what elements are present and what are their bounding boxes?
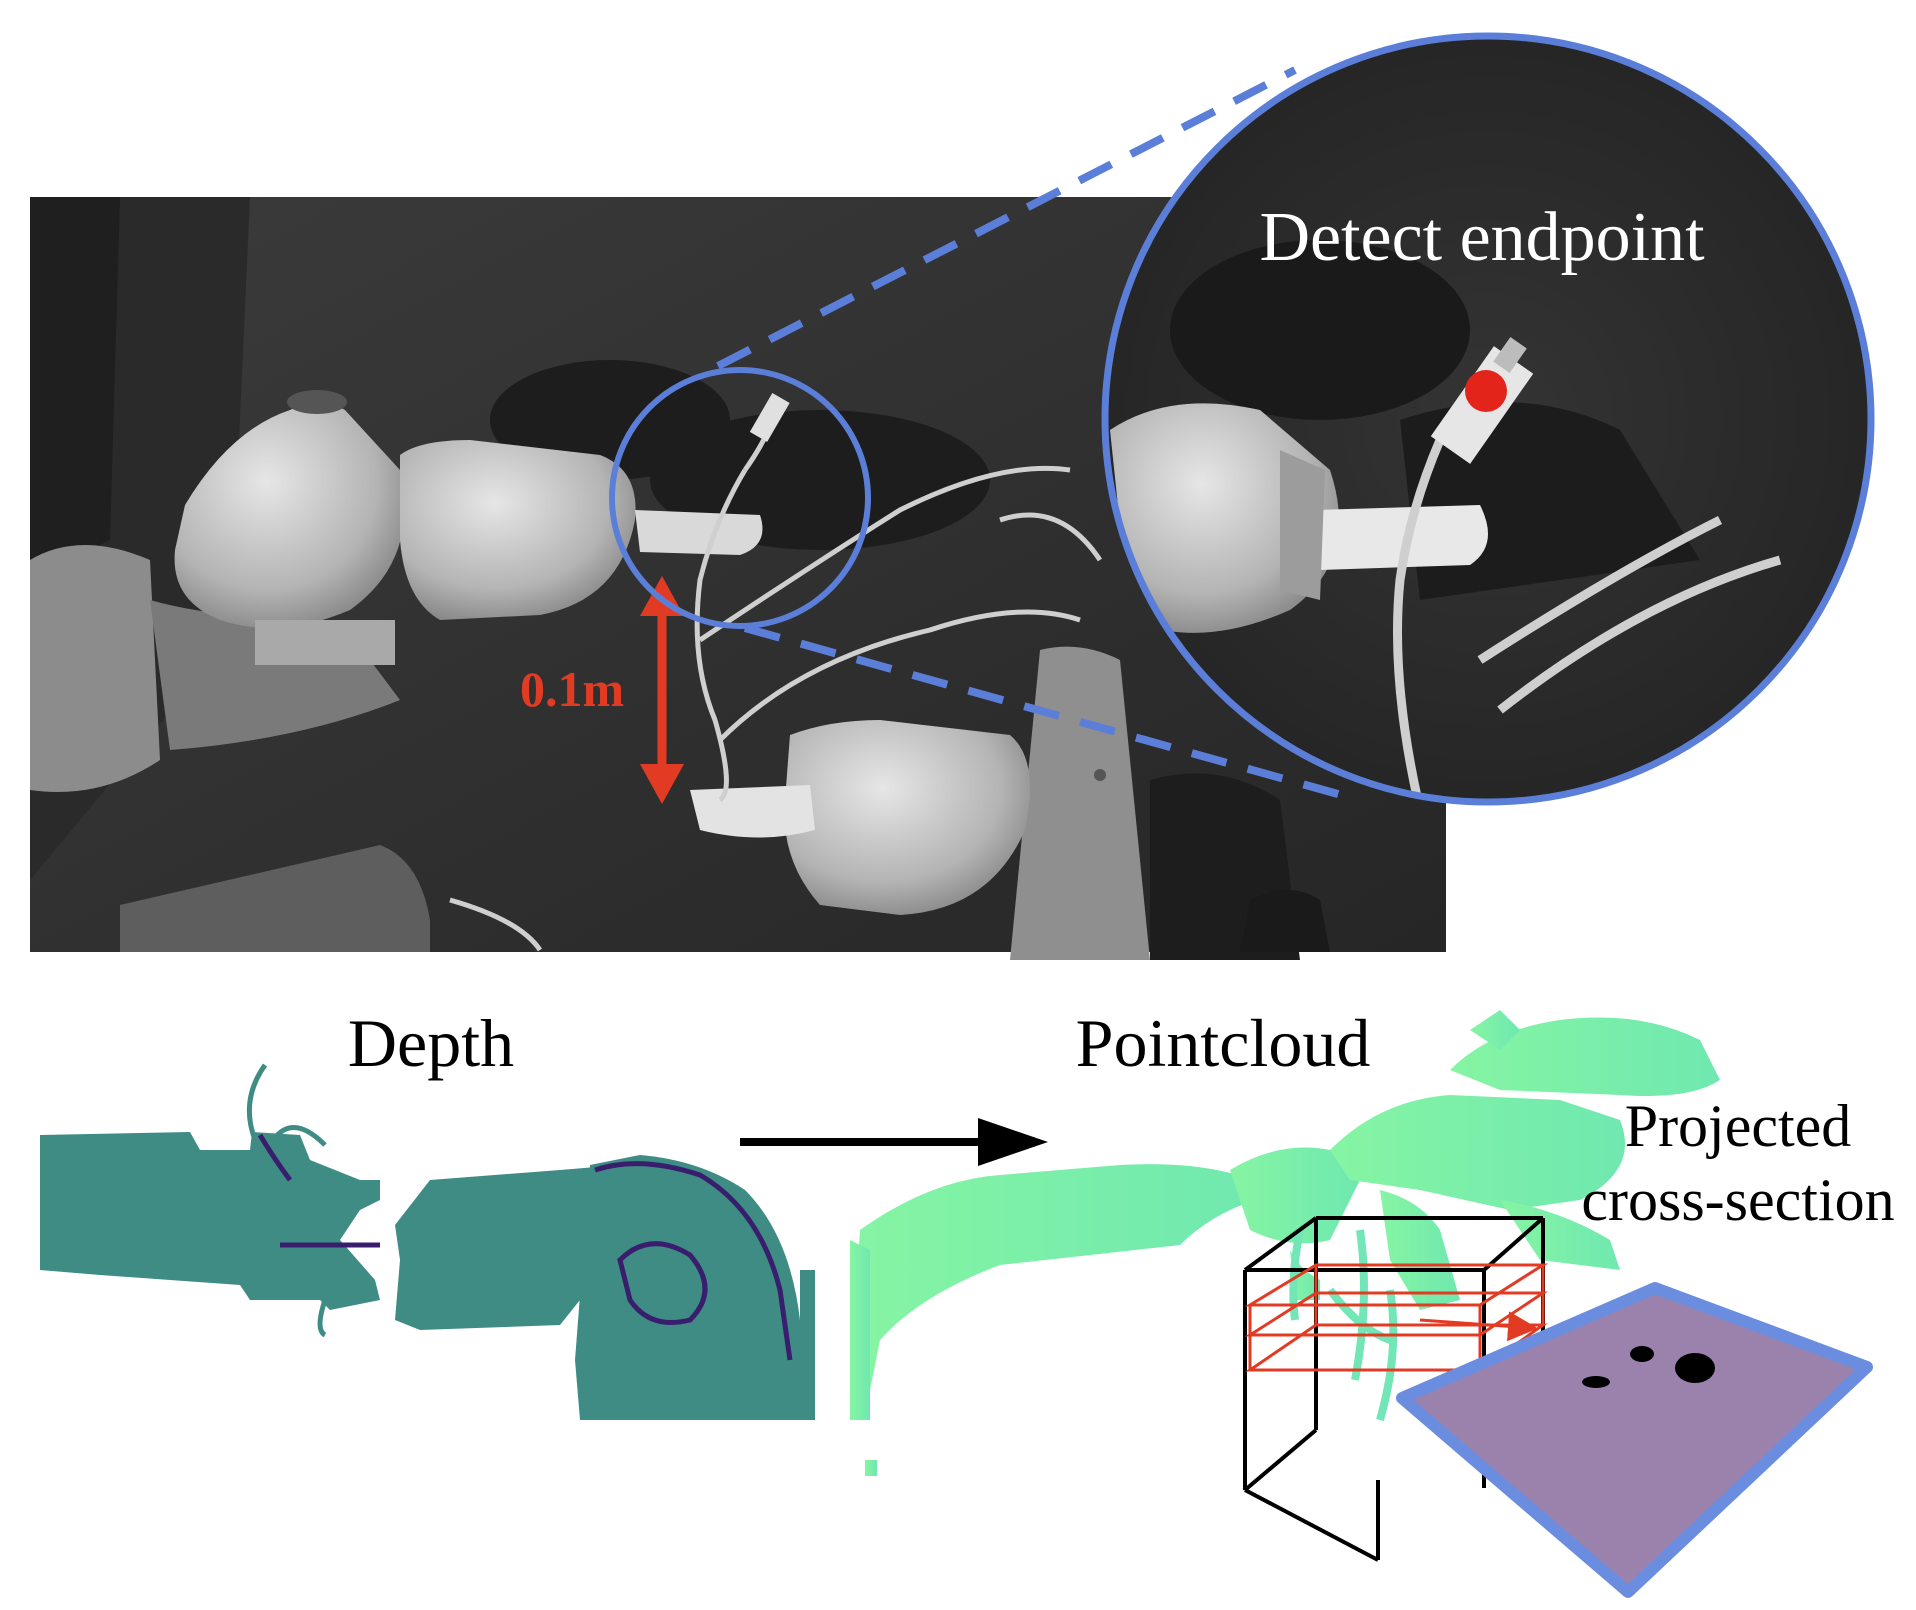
left-robot-arm (30, 390, 763, 792)
pointcloud-title: Pointcloud (1076, 1005, 1371, 1081)
depth-title: Depth (348, 1005, 514, 1081)
usb-cable (449, 403, 1103, 952)
focus-ring (609, 367, 871, 629)
distance-label: 0.1m (520, 661, 624, 717)
projection-label-line1: Projected (1625, 1093, 1852, 1159)
depth-map (40, 1063, 815, 1420)
zoom-caption: Detect endpoint (1259, 199, 1705, 276)
projection-label-line2: cross-section (1581, 1167, 1894, 1233)
cross-section-slices (1244, 1263, 1549, 1372)
endpoint-marker (1465, 370, 1507, 412)
zoom-connector-lines (716, 66, 1347, 800)
right-arrow-icon (740, 1118, 1048, 1166)
projection-plane (1396, 1282, 1873, 1598)
